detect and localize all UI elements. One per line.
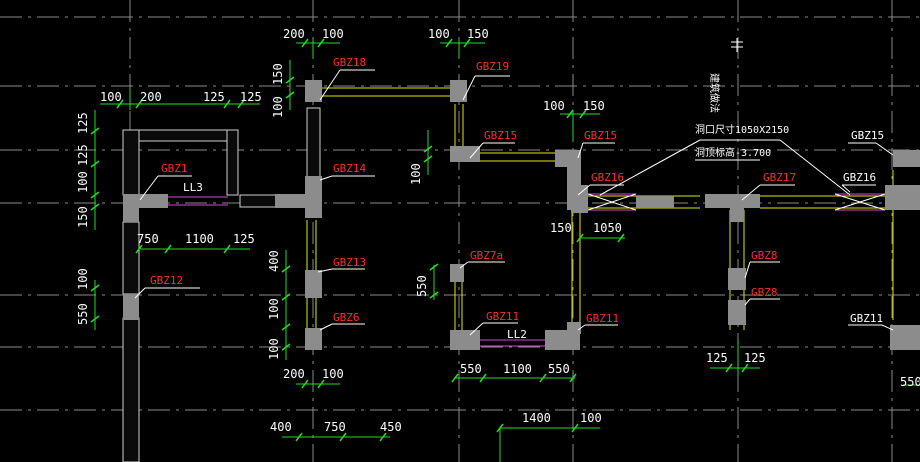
dim-label: 100 <box>271 96 285 118</box>
column-label: GBZ7a <box>470 249 503 262</box>
dim-label: 125 <box>706 351 728 365</box>
dim-label: 125 <box>233 232 255 246</box>
dim-label: 750 <box>137 232 159 246</box>
wall-columns <box>123 80 920 350</box>
opening-elevation-note: 洞顶标高-3.700 <box>695 146 771 159</box>
dim-label: 200 <box>283 367 305 381</box>
dim-label: 550 <box>415 275 429 297</box>
concrete-walls <box>122 107 321 462</box>
column-label: GBZ6 <box>333 311 360 324</box>
dim-label: 100 <box>76 268 90 290</box>
dim-label: 1100 <box>185 232 214 246</box>
dim-label: 200 <box>283 27 305 41</box>
dim-label: 150 <box>271 63 285 85</box>
dim-label: 100 <box>580 411 602 425</box>
dim-label: 550 <box>548 362 570 376</box>
column-label: GBZ15 <box>851 129 884 142</box>
dim-label: 550 <box>460 362 482 376</box>
dim-label: 550 <box>900 375 920 389</box>
dim-label: 400 <box>267 250 281 272</box>
dim-label: 125 <box>203 90 225 104</box>
leader-lines <box>134 38 894 336</box>
dim-label: 125 <box>240 90 262 104</box>
dim-label: 1050 <box>593 221 622 235</box>
dim-label: 100 <box>267 298 281 320</box>
notes: 洞口尺寸1050X2150 洞顶标高-3.700 建筑做法 <box>695 73 789 159</box>
column-label: GBZ18 <box>333 56 366 69</box>
dimension-ticks <box>90 38 749 442</box>
dim-label: 200 <box>140 90 162 104</box>
dim-label: 100 <box>100 90 122 104</box>
dimension-lines <box>94 40 920 462</box>
column-label: GBZ15 <box>484 129 517 142</box>
dim-label: 750 <box>324 420 346 434</box>
column-label: GBZ16 <box>591 171 624 184</box>
dim-label: 550 <box>76 303 90 325</box>
column-label: GBZ8 <box>751 286 778 299</box>
dim-label: 100 <box>322 27 344 41</box>
beam-label: LL3 <box>183 181 203 194</box>
dim-label: 450 <box>380 420 402 434</box>
dim-label: 400 <box>270 420 292 434</box>
opening-size-note: 洞口尺寸1050X2150 <box>695 123 789 136</box>
dimension-texts: 200 100 100 150 100 200 125 125 100 150 … <box>76 27 920 434</box>
beam-lines <box>168 193 886 347</box>
dim-label: 150 <box>467 27 489 41</box>
column-label: GBZ17 <box>763 171 796 184</box>
dim-label: 1100 <box>503 362 532 376</box>
dim-label: 125 <box>76 112 90 134</box>
dim-label: 150 <box>76 206 90 228</box>
dim-label: 100 <box>428 27 450 41</box>
dim-label: 100 <box>267 338 281 360</box>
dim-label: 100 <box>543 99 565 113</box>
dim-label: 125 <box>76 144 90 166</box>
dim-label: 1400 <box>522 411 551 425</box>
column-label: GBZ16 <box>843 171 876 184</box>
column-label: GBZ15 <box>584 129 617 142</box>
wall-lines <box>306 87 894 340</box>
beam-label: LL2 <box>507 328 527 341</box>
column-label: GBZ13 <box>333 256 366 269</box>
column-label: GBZ1 <box>161 162 188 175</box>
column-label: GBZ12 <box>150 274 183 287</box>
column-label: GBZ11 <box>486 310 519 323</box>
column-label: GBZ14 <box>333 162 366 175</box>
dim-label: 150 <box>550 221 572 235</box>
column-label: GBZ19 <box>476 60 509 73</box>
column-label: GBZ11 <box>850 312 883 325</box>
vertical-note: 建筑做法 <box>708 73 721 113</box>
column-label: GBZ11 <box>586 312 619 325</box>
dim-label: 150 <box>583 99 605 113</box>
dim-label: 100 <box>76 171 90 193</box>
dim-label: 125 <box>744 351 766 365</box>
column-label: GBZ8 <box>751 249 778 262</box>
component-labels: GBZ18 GBZ19 GBZ15 GBZ15 GBZ15 GBZ1 GBZ14… <box>150 56 884 341</box>
dim-label: 100 <box>322 367 344 381</box>
dim-label: 100 <box>409 163 423 185</box>
